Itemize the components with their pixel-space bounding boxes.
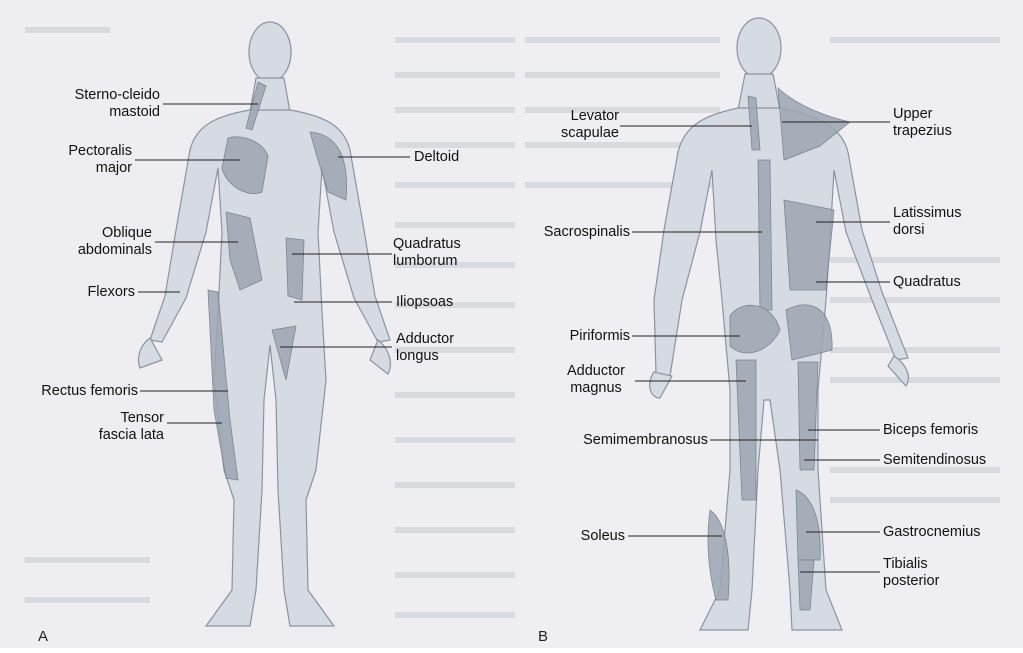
- panel-letter-b: B: [538, 628, 548, 645]
- label-deltoid: Deltoid: [414, 149, 459, 166]
- sacrospinalis-muscle: [758, 160, 772, 310]
- label-oblique-abdominals: Oblique abdominals: [78, 225, 152, 259]
- label-piriformis: Piriformis: [570, 328, 630, 345]
- label-pectoralis-major: Pectoralis major: [68, 143, 132, 177]
- label-iliopsoas: Iliopsoas: [396, 294, 453, 311]
- label-quadratus-lumborum: Quadratus lumborum: [393, 236, 461, 270]
- label-quadratus: Quadratus: [893, 274, 961, 291]
- label-latissimus-dorsi: Latissimus dorsi: [893, 205, 962, 239]
- label-tensor-fascia-lata: Tensor fascia lata: [99, 410, 164, 444]
- label-levator-scapulae: Levator scapulae: [561, 108, 619, 142]
- back-head: [737, 18, 781, 78]
- label-semimembranosus: Semimembranosus: [583, 432, 708, 449]
- panel-letter-a: A: [38, 628, 48, 645]
- label-flexors: Flexors: [87, 284, 135, 301]
- label-biceps-femoris: Biceps femoris: [883, 422, 978, 439]
- label-sacrospinalis: Sacrospinalis: [544, 224, 630, 241]
- label-soleus: Soleus: [581, 528, 625, 545]
- label-semitendinosus: Semitendinosus: [883, 452, 986, 469]
- label-upper-trapezius: Upper trapezius: [893, 106, 952, 140]
- latissimus-muscle: [784, 200, 834, 290]
- label-adductor-magnus: Adductor magnus: [556, 363, 636, 397]
- back-neck: [738, 74, 780, 110]
- label-rectus-femoris: Rectus femoris: [41, 383, 138, 400]
- label-tibialis-posterior: Tibialis posterior: [883, 556, 939, 590]
- biceps-femoris-muscle: [798, 362, 818, 470]
- label-adductor-longus: Adductor longus: [396, 331, 454, 365]
- label-sternocleidomastoid: Sterno-cleido mastoid: [75, 87, 160, 121]
- front-head: [249, 22, 291, 82]
- label-gastrocnemius: Gastrocnemius: [883, 524, 981, 541]
- quadratus-lumborum-muscle: [286, 238, 304, 300]
